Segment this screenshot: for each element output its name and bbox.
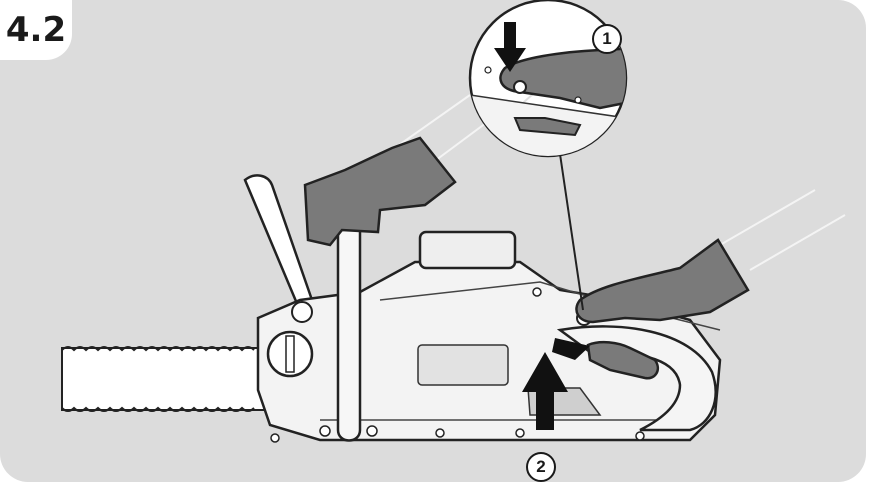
front-handle <box>338 217 360 441</box>
vent-panel <box>418 345 508 385</box>
chain-bar <box>62 347 272 411</box>
callout-1: 1 <box>592 24 622 54</box>
step-number-label: 4.2 <box>0 0 72 60</box>
callout-2: 2 <box>526 452 556 482</box>
battery-pack <box>420 232 515 268</box>
